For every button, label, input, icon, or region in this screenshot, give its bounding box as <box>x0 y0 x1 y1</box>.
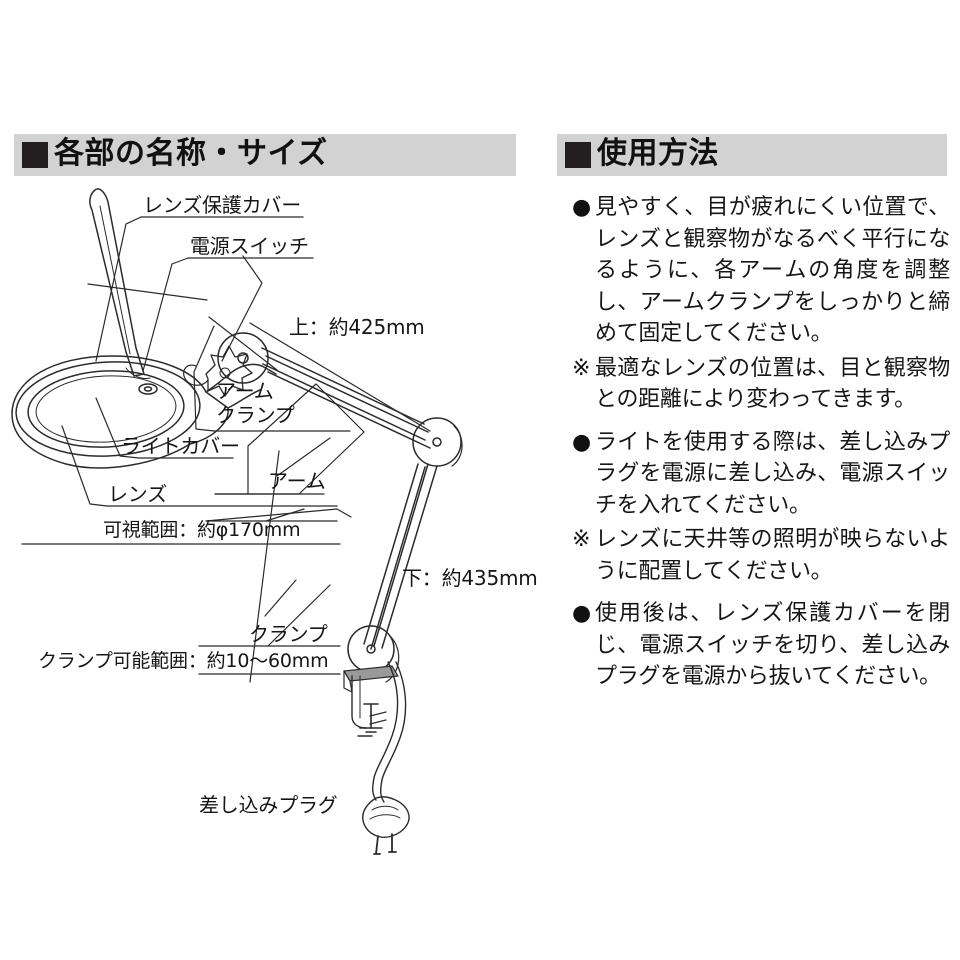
instruction-item: ※ 最適なレンズの位置は、目と観察物との距離により変わってきます。 <box>572 353 950 416</box>
instruction-text: レンズに天井等の照明が映らないように配置してください。 <box>595 527 950 584</box>
label-arm-clamp-line2: クランプ <box>216 403 295 427</box>
bullet-filled-circle-icon: ● <box>572 429 592 455</box>
label-lens-protective-cover: レンズ保護カバー <box>143 193 301 217</box>
power-cord-upper <box>373 661 399 779</box>
instruction-text: ライトを使用する際は、差し込みプラグを電源に差し込み、電源スイッチを入れてくださ… <box>595 429 950 518</box>
magnifier-lamp-diagram: レンズ保護カバー 電源スイッチ 上：約425mm アーム クランプ ライトカバー… <box>0 176 556 856</box>
label-clamp: クランプ <box>249 622 328 646</box>
head-neck-lower <box>227 389 261 409</box>
label-arm: アーム <box>268 469 326 493</box>
cord-break-marks <box>369 711 387 725</box>
plug-body-line2 <box>369 814 401 820</box>
power-cord-upper-2 <box>381 661 407 781</box>
instruction-text: 最適なレンズの位置は、目と観察物との距離により変わってきます。 <box>595 355 950 413</box>
mid-joint <box>412 417 462 467</box>
instruction-item: ● 使用後は、レンズ保護カバーを閉じ、電源スイッチを切り、差し込みプラグを電源か… <box>572 598 950 693</box>
note-asterisk-icon: ※ <box>572 355 591 381</box>
section-title-usage: 使用方法 <box>597 136 719 171</box>
base-joint-center <box>366 644 376 654</box>
plug-prong-left <box>373 835 381 855</box>
instruction-text: 見やすく、目が疲れにくい位置で、レンズと観察物がなるべく平行になるように、各アー… <box>595 195 950 346</box>
label-upper-arm-length: 上：約425mm <box>289 315 425 339</box>
section-title-parts: 各部の名称・サイズ <box>54 136 328 171</box>
section-header-usage: 使用方法 <box>557 134 947 176</box>
upper-arm <box>261 347 431 449</box>
note-asterisk-icon: ※ <box>572 527 591 552</box>
mid-joint-center <box>432 437 442 447</box>
label-lens: レンズ <box>108 482 167 506</box>
section-header-parts: 各部の名称・サイズ <box>14 134 516 176</box>
square-bullet-icon <box>22 142 48 168</box>
head-pivot-center <box>237 352 249 364</box>
label-clamp-range: クランプ可能範囲：約10〜60mm <box>38 650 329 672</box>
clamp-body <box>351 675 367 729</box>
instruction-item: ● 見やすく、目が疲れにくい位置で、レンズと観察物がなるべく平行になるように、各… <box>572 192 950 350</box>
head-pivot-joint <box>217 332 269 384</box>
head-bracket <box>183 364 209 386</box>
arm-clamp-knob <box>205 345 253 397</box>
lens-outline <box>27 370 185 448</box>
label-light-cover: ライトカバー <box>121 434 240 458</box>
base-joint-cap <box>385 635 400 683</box>
label-underlines <box>21 216 351 675</box>
instruction-item: ● ライトを使用する際は、差し込みプラグを電源に差し込み、電源スイッチを入れてく… <box>572 427 950 522</box>
leader-lines <box>61 216 431 683</box>
lens-inner <box>35 375 177 443</box>
lamp-illustration-svg <box>11 188 463 855</box>
power-switch-knob <box>138 383 158 395</box>
usage-instructions-list: ● 見やすく、目が疲れにくい位置で、レンズと観察物がなるべく平行になるように、各… <box>572 192 950 696</box>
power-cord-lower-2 <box>379 779 385 803</box>
arm-clamp-center <box>219 367 231 379</box>
clamp-screw-handle <box>359 727 383 733</box>
label-lower-arm-length: 下：約435mm <box>402 566 538 590</box>
instruction-text: 使用後は、レンズ保護カバーを閉じ、電源スイッチを切り、差し込みプラグを電源から抜… <box>595 601 950 689</box>
plug-body-line <box>371 805 399 811</box>
label-power-switch: 電源スイッチ <box>190 234 309 258</box>
label-plug: 差し込みプラグ <box>199 793 338 817</box>
instruction-item: ※ レンズに天井等の照明が映らないように配置してください。 <box>572 524 950 587</box>
plug-prong-right <box>388 833 397 853</box>
bullet-filled-circle-icon: ● <box>572 195 592 220</box>
square-bullet-icon <box>565 142 591 168</box>
bullet-filled-circle-icon: ● <box>572 601 592 626</box>
lower-arm <box>363 463 438 650</box>
mid-joint-cap <box>451 425 463 467</box>
lens-protective-cover <box>89 188 145 377</box>
light-cover-outline <box>11 355 229 469</box>
cover-hinge <box>125 367 151 379</box>
label-view-range: 可視範囲：約φ170mm <box>103 519 301 541</box>
power-cord-lower <box>371 777 377 801</box>
head-neck <box>205 363 277 393</box>
label-arm-clamp-line1: アーム <box>216 379 274 403</box>
power-switch-center <box>143 386 153 392</box>
light-cover-rim <box>15 361 201 457</box>
plug-body <box>362 796 410 838</box>
